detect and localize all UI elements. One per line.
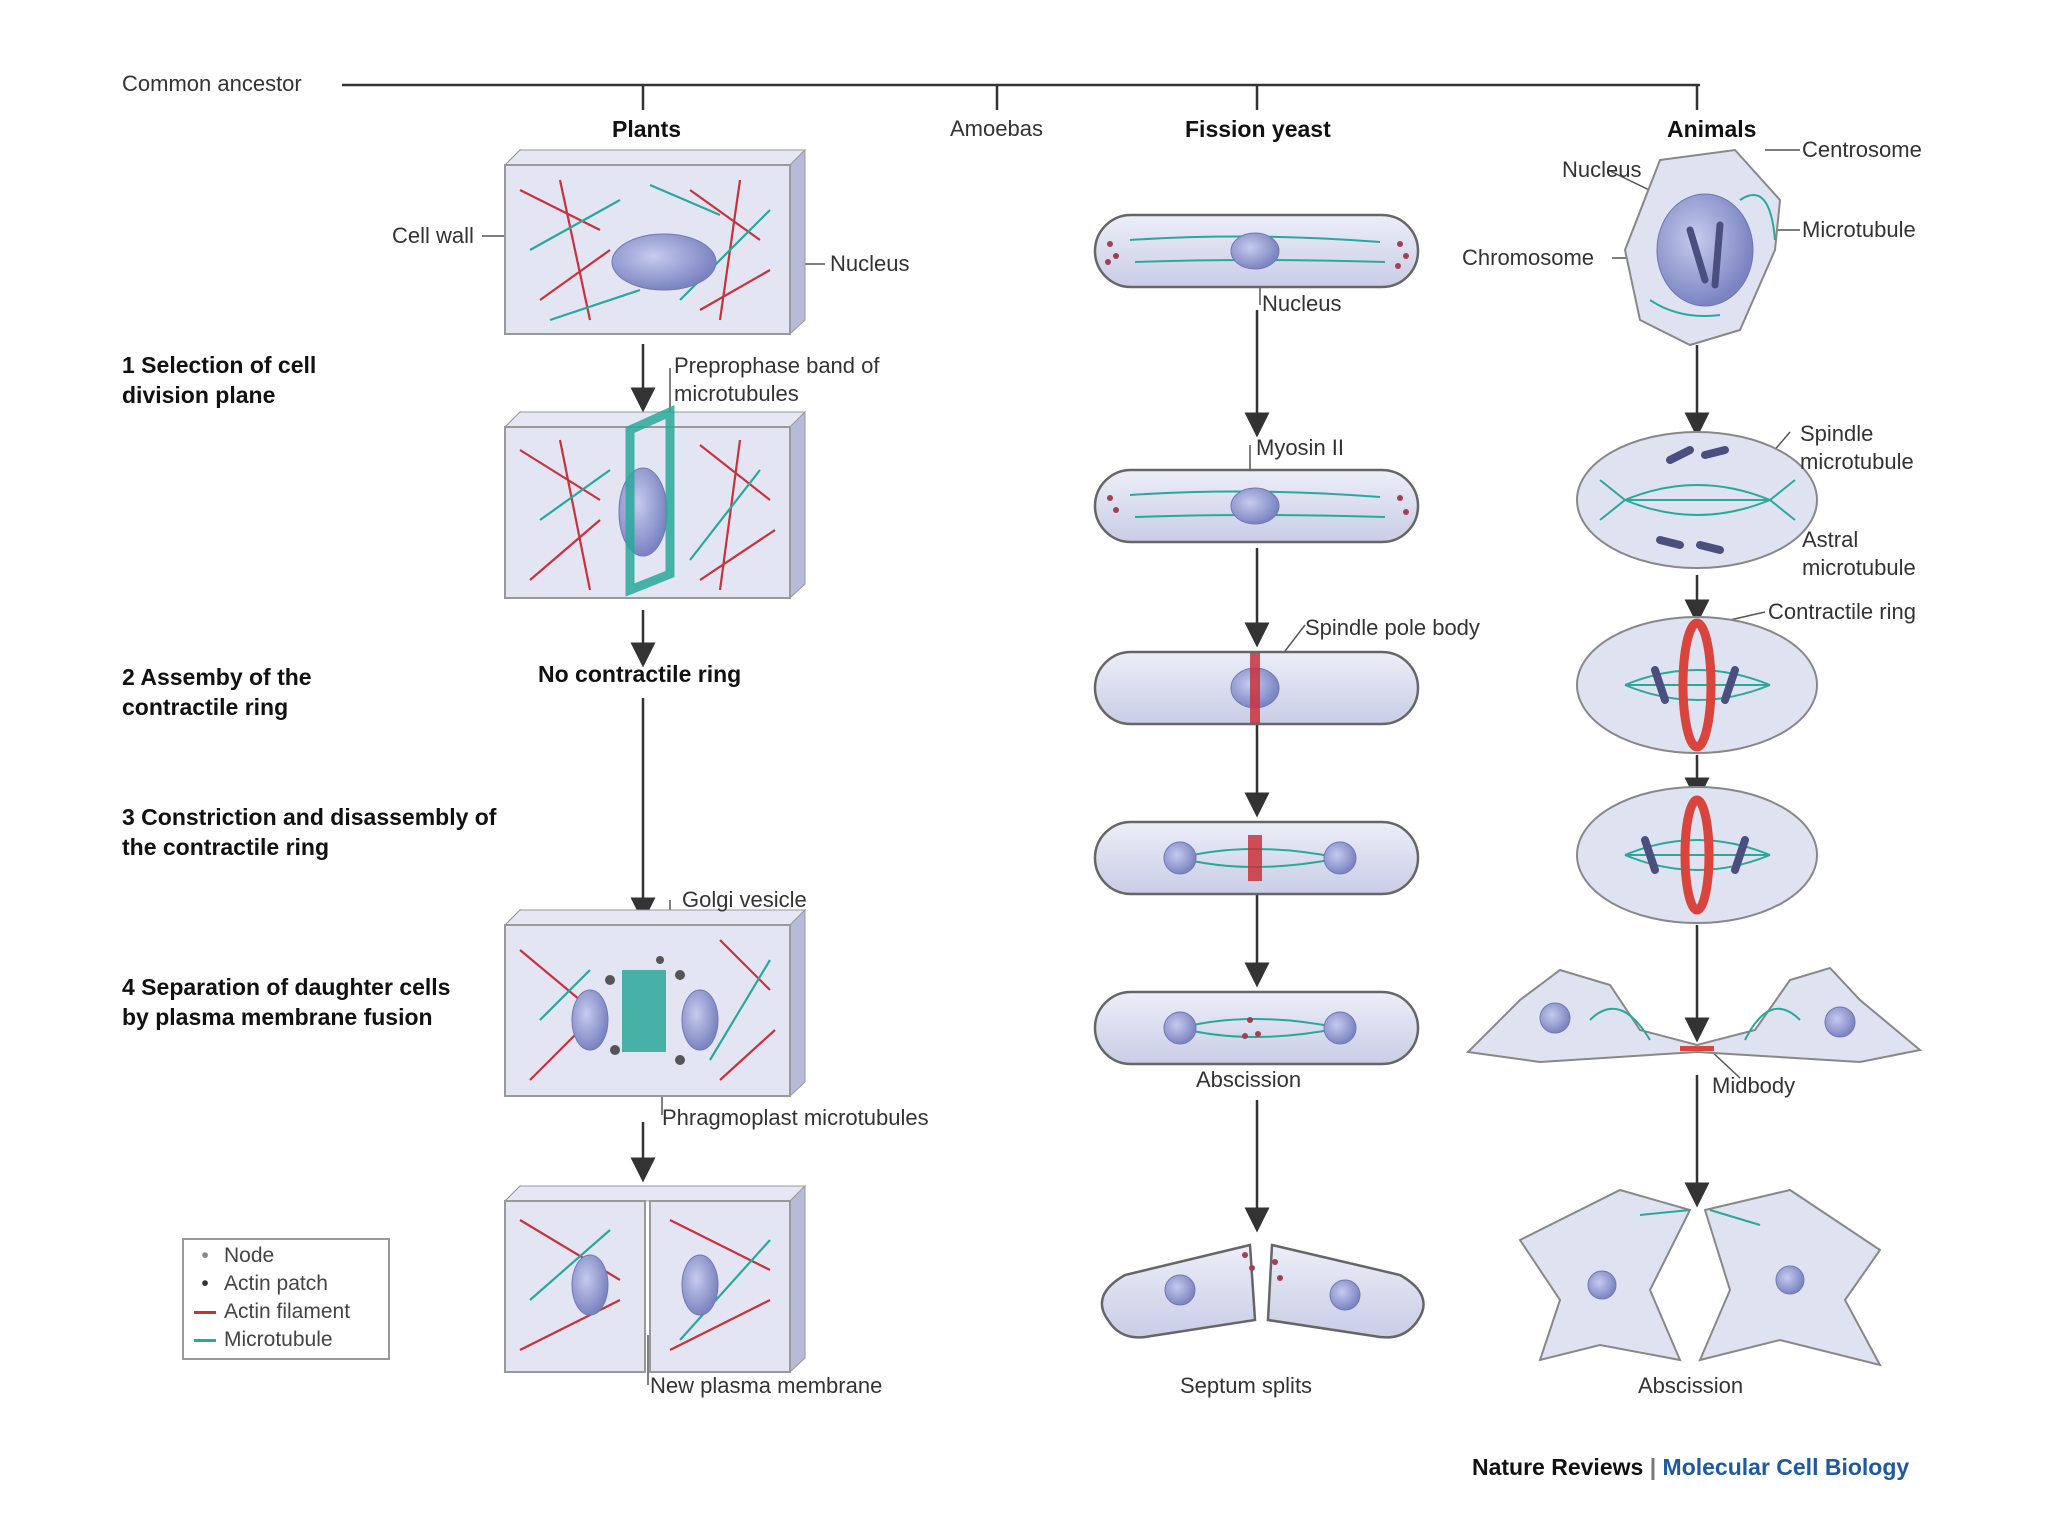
phragmoplast-label: Phragmoplast microtubules — [662, 1105, 929, 1130]
contractile-ring-icon — [1678, 618, 1716, 752]
animal-cell-telophase — [1576, 786, 1818, 924]
new-plasma-membrane-label: New plasma membrane — [650, 1373, 883, 1398]
microtubule-label: Microtubule — [1802, 217, 1916, 242]
node-icon: • — [201, 1244, 209, 1267]
cell-wall-label: Cell wall — [392, 223, 474, 248]
journal-section: Molecular Cell Biology — [1662, 1454, 1910, 1480]
astral-microtubule-label: Astral microtubule — [1802, 527, 1916, 580]
yeast-cell-3 — [1093, 650, 1420, 726]
plants-heading: Plants — [612, 116, 682, 142]
legend-node: • Node — [194, 1244, 274, 1268]
yeast-nucleus-label: Nucleus — [1262, 291, 1342, 316]
actin-filament-icon — [194, 1310, 216, 1314]
plant-cells-daughter — [503, 1184, 807, 1374]
plant-nucleus — [611, 233, 717, 291]
spindle-microtubule-label: Spindle microtubule — [1800, 421, 1914, 474]
centrosome-label: Centrosome — [1802, 137, 1922, 162]
animal-cell-anaphase — [1576, 616, 1818, 754]
step-2: 2 Assemby of the contractile ring — [122, 664, 312, 720]
golgi-vesicle-label: Golgi vesicle — [682, 887, 807, 912]
preprophase-band — [625, 405, 675, 597]
yeast-cell-5 — [1093, 990, 1420, 1066]
yeast-cell-2 — [1093, 468, 1420, 544]
yeast-cells-split — [1100, 1243, 1425, 1339]
legend-actin-filament: Actin filament — [194, 1300, 350, 1324]
step-1: 1 Selection of cell division plane — [122, 352, 317, 408]
common-ancestor-label: Common ancestor — [122, 71, 302, 96]
animal-cell-metaphase — [1576, 431, 1818, 569]
spindle-pole-body-label: Spindle pole body — [1305, 615, 1480, 640]
yeast-cell-1 — [1093, 213, 1420, 289]
chromosome-label: Chromosome — [1462, 245, 1595, 270]
journal-name: Nature Reviews — [1472, 1454, 1644, 1480]
legend-actin-patch: • Actin patch — [194, 1272, 328, 1296]
plant-cell-interphase — [503, 148, 807, 336]
septum-splits-label: Septum splits — [1180, 1373, 1313, 1398]
step-3: 3 Constriction and disassembly of the co… — [122, 804, 497, 860]
yeast-cell-4 — [1093, 820, 1420, 896]
phylogeny-tree — [342, 83, 1700, 110]
plant-nucleus-label: Nucleus — [830, 251, 910, 276]
contractile-ring-label: Contractile ring — [1768, 599, 1916, 624]
amoebas-heading: Amoebas — [950, 116, 1043, 141]
myosin-label: Myosin II — [1256, 435, 1345, 460]
plant-cell-preprophase — [503, 405, 807, 600]
no-contractile-ring-label: No contractile ring — [538, 661, 742, 687]
animal-abscission-label: Abscission — [1638, 1373, 1744, 1398]
microtubule-icon — [194, 1338, 216, 1342]
animal-cell-interphase — [1623, 148, 1782, 347]
animal-nucleus-label: Nucleus — [1562, 157, 1642, 182]
step-4: 4 Separation of daughter cells by plasma… — [122, 974, 451, 1030]
actin-patch-icon: • — [201, 1272, 209, 1295]
fission-yeast-heading: Fission yeast — [1185, 116, 1331, 142]
animals-heading: Animals — [1667, 116, 1757, 142]
preprophase-band-label: Preprophase band of microtubules — [674, 353, 880, 406]
journal-credit: Nature Reviews | Molecular Cell Biology — [1472, 1454, 1910, 1480]
legend-microtubule: Microtubule — [194, 1328, 333, 1352]
legend: • Node • Actin patch Actin filament Micr… — [182, 1238, 390, 1360]
animal-cells-midbody — [1465, 966, 1923, 1064]
yeast-abscission-label: Abscission — [1196, 1067, 1302, 1092]
plant-cell-phragmoplast — [503, 908, 807, 1098]
animal-cells-separated — [1518, 1188, 1882, 1367]
midbody-label: Midbody — [1712, 1073, 1796, 1098]
flow-arrows — [630, 310, 1710, 1233]
